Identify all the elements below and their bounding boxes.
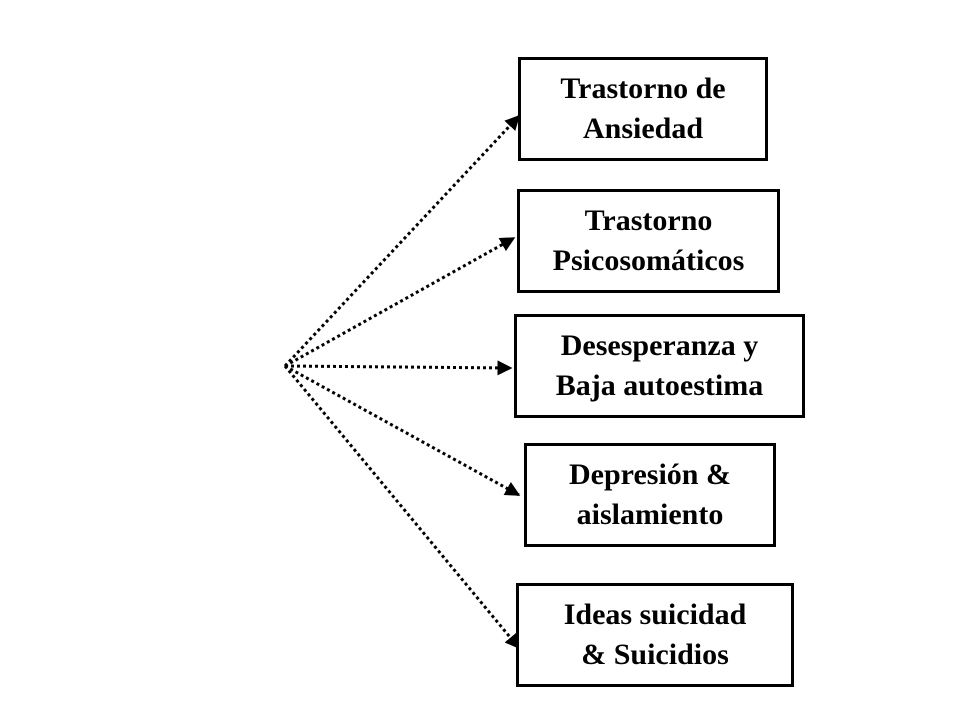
node-trastorno-psicosomaticos: Trastorno Psicosomáticos <box>517 189 780 293</box>
node-label: Trastorno Psicosomáticos <box>552 204 745 277</box>
node-label: Desesperanza y Baja autoestima <box>555 329 764 402</box>
node-desesperanza-autoestima: Desesperanza y Baja autoestima <box>514 314 805 418</box>
node-label: Trastorno de Ansiedad <box>560 72 726 145</box>
node-depresion-aislamiento: Depresión & aislamiento <box>524 443 776 547</box>
node-label: Ideas suicidad & Suicidios <box>563 598 747 671</box>
connector-arrow-1 <box>283 114 521 368</box>
connector-arrow-2 <box>284 236 516 368</box>
node-trastorno-ansiedad: Trastorno de Ansiedad <box>518 57 768 161</box>
connector-arrow-4 <box>284 364 521 497</box>
arrow-group <box>283 114 521 650</box>
connector-arrow-5 <box>283 365 521 650</box>
connector-arrow-3 <box>284 360 513 376</box>
node-ideas-suicidas: Ideas suicidad & Suicidios <box>516 583 794 687</box>
node-label: Depresión & aislamiento <box>569 458 731 531</box>
